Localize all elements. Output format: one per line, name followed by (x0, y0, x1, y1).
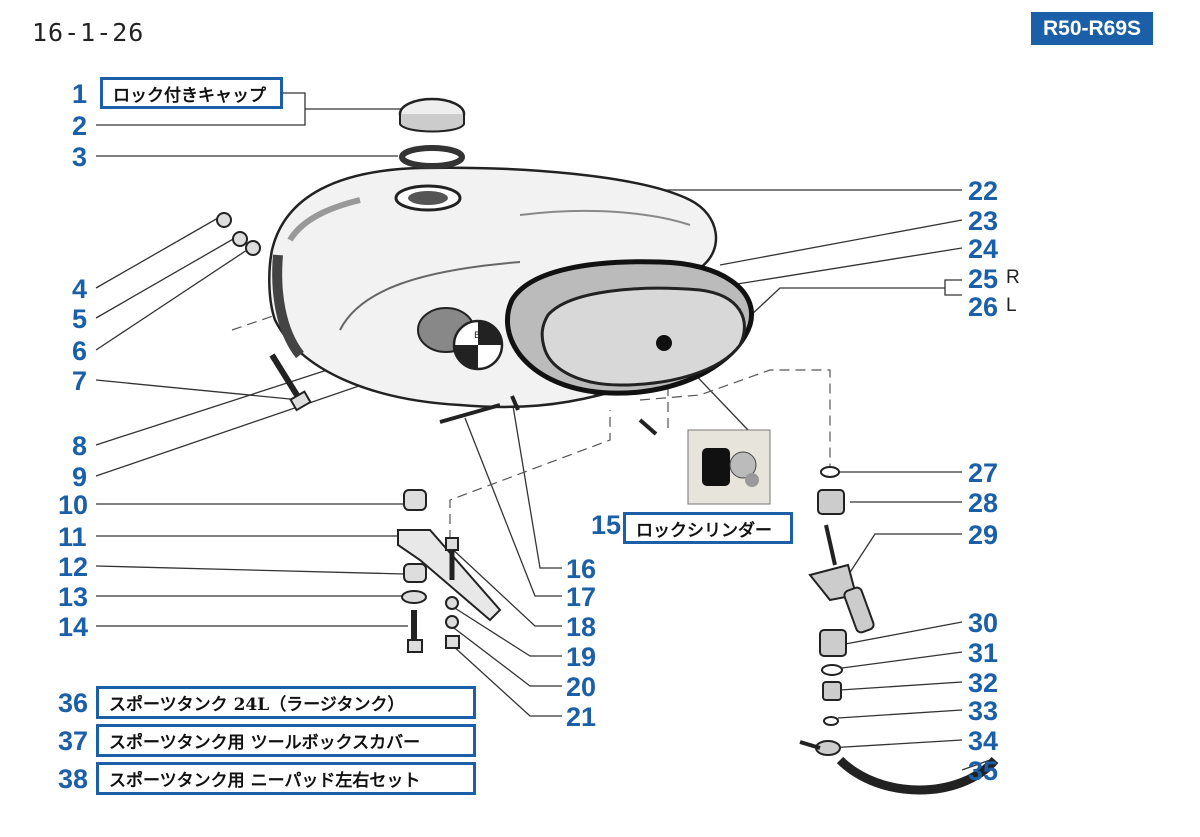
part-36-label: スポーツタンク 24L（ラージタンク） (96, 686, 476, 719)
callout-1: 1 (72, 79, 88, 109)
fuel-tap-assembly (799, 466, 999, 795)
model-range-badge: R50-R69S (1031, 12, 1153, 45)
callout-27: 27 (968, 458, 999, 488)
cap-seal-ring (399, 145, 465, 169)
callout-32: 32 (968, 668, 999, 698)
part-15-label: ロックシリンダー (623, 512, 793, 544)
side-right-label: R (1006, 267, 1020, 288)
callout-6: 6 (72, 336, 88, 366)
callout-38: 38 (58, 764, 89, 794)
callout-13: 13 (58, 582, 89, 612)
callout-16: 16 (566, 554, 597, 584)
callout-29: 29 (968, 520, 999, 550)
callout-21: 21 (566, 702, 597, 732)
callout-5: 5 (72, 304, 88, 334)
lock-cylinder-photo (687, 429, 771, 505)
callout-23: 23 (968, 206, 999, 236)
callout-22: 22 (968, 176, 999, 206)
callout-15: 15 (591, 510, 622, 540)
callout-8: 8 (72, 431, 88, 461)
callout-25: 25 (968, 264, 999, 294)
callout-24: 24 (968, 234, 999, 264)
mount-bolt-illustration (269, 353, 312, 412)
callout-9: 9 (72, 462, 88, 492)
callout-10: 10 (58, 490, 89, 520)
side-left-label: L (1006, 295, 1017, 316)
callout-18: 18 (566, 612, 597, 642)
bracket-assembly (397, 489, 502, 653)
callout-28: 28 (968, 488, 999, 518)
leader-lines (95, 92, 991, 771)
tank-pin (439, 403, 501, 424)
callout-26: 26 (968, 292, 999, 322)
page-code: 16-1-26 (32, 18, 145, 47)
callout-31: 31 (968, 638, 999, 668)
callout-3: 3 (72, 142, 88, 172)
callout-7: 7 (72, 366, 88, 396)
fuel-tank-illustration (268, 166, 754, 409)
tank-screw-rear (638, 418, 658, 436)
callout-20: 20 (566, 672, 597, 702)
callout-35: 35 (968, 756, 999, 786)
callout-2: 2 (72, 111, 88, 141)
badge-text: BMW (474, 331, 497, 341)
callout-17: 17 (566, 582, 597, 612)
callout-34: 34 (968, 726, 999, 756)
callout-37: 37 (58, 726, 89, 756)
part-37-label: スポーツタンク用 ツールボックスカバー (96, 724, 476, 757)
part-38-label: スポーツタンク用 ニーパッド左右セット (96, 762, 476, 795)
tank-screw (510, 395, 520, 411)
callout-33: 33 (968, 696, 999, 726)
part-1-label: ロック付きキャップ (100, 77, 283, 109)
callout-36: 36 (58, 688, 89, 718)
mount-nuts (216, 212, 261, 256)
callout-19: 19 (566, 642, 597, 672)
callout-11: 11 (58, 522, 87, 552)
locking-cap-illustration (398, 97, 466, 133)
callout-4: 4 (72, 274, 88, 304)
callout-12: 12 (58, 552, 89, 582)
callout-14: 14 (58, 612, 89, 642)
callout-30: 30 (968, 608, 999, 638)
